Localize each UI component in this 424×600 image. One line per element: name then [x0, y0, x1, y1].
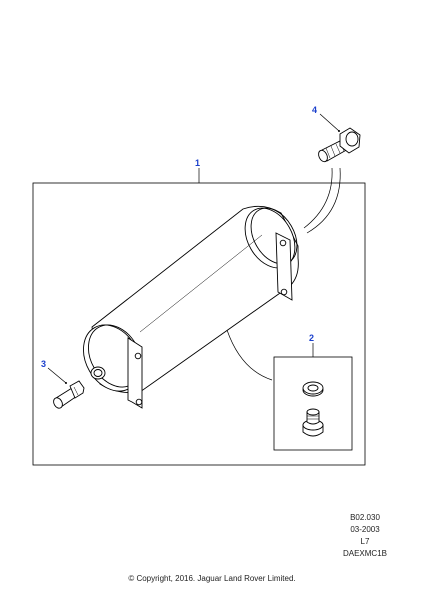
copyright-text: © Copyright, 2016. Jaguar Land Rover Lim… [128, 574, 296, 583]
callout-3: 3 [41, 359, 47, 369]
drawing-number: B02.030 [350, 513, 380, 522]
routing-line-bolt [303, 167, 333, 229]
leader-4 [319, 113, 340, 132]
filter-canister [83, 205, 299, 409]
callout-2: 2 [309, 333, 315, 343]
sensor-part [53, 380, 85, 409]
bolt-part [318, 127, 361, 163]
model-code: L7 [360, 537, 370, 546]
callout-4: 4 [312, 105, 318, 115]
drain-plug-part [302, 408, 324, 437]
routing-line-subkit [226, 329, 273, 381]
drawing-code: DAEXMC1B [342, 549, 387, 558]
washer-part [302, 381, 324, 397]
callout-1: 1 [195, 158, 201, 168]
drawing-date: 03-2003 [350, 525, 380, 534]
leader-3 [47, 367, 67, 384]
